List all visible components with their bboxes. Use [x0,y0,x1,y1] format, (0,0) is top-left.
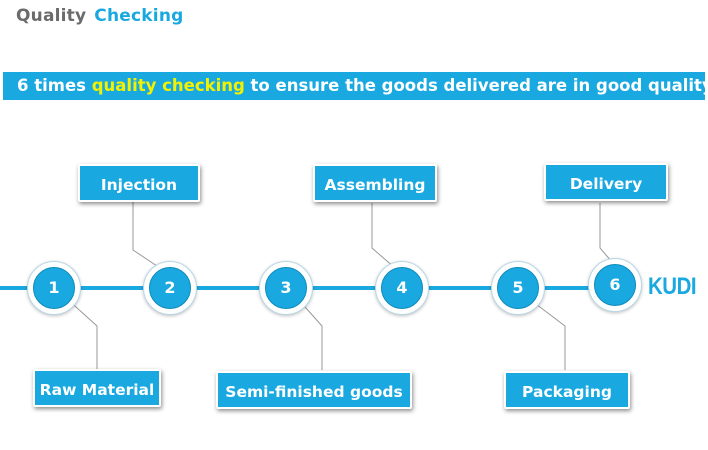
step-number-5: 5 [497,267,539,309]
kudi-logo: KUDI [648,273,697,300]
headline-banner: 6 times quality checking to ensure the g… [3,72,708,100]
connector-step-5 [527,297,566,370]
step-node-6: 6 [588,258,642,312]
title-quality: Quality [16,6,87,26]
connector-step-1 [65,297,98,370]
step-number-1: 1 [33,267,75,309]
step-node-1: 1 [27,261,81,315]
step-node-3: 3 [259,261,313,315]
step-node-4: 4 [375,261,429,315]
step-node-5: 5 [491,261,545,315]
step-label-packaging: Packaging [504,371,630,409]
step-label-delivery: Delivery [544,163,668,201]
step-label-semi-finished-goods: Semi-finished goods [216,371,412,409]
banner-suffix: to ensure the goods delivered are in goo… [244,76,708,95]
step-number-2: 2 [149,267,191,309]
connector-step-3 [296,297,323,370]
banner-prefix: 6 times [17,76,92,95]
banner-highlight: quality checking [91,76,245,95]
step-label-raw-material: Raw Material [33,369,161,407]
step-label-injection: Injection [78,164,200,202]
connector-step-6 [599,203,613,263]
step-number-3: 3 [265,267,307,309]
title-checking: Checking [94,6,184,26]
step-number-4: 4 [381,267,423,309]
page-title: Quality Checking [16,6,184,26]
step-number-6: 6 [594,264,636,306]
connector-step-2 [132,202,161,269]
step-node-2: 2 [143,261,197,315]
connector-step-4 [371,203,396,269]
step-label-assembling: Assembling [313,164,437,202]
